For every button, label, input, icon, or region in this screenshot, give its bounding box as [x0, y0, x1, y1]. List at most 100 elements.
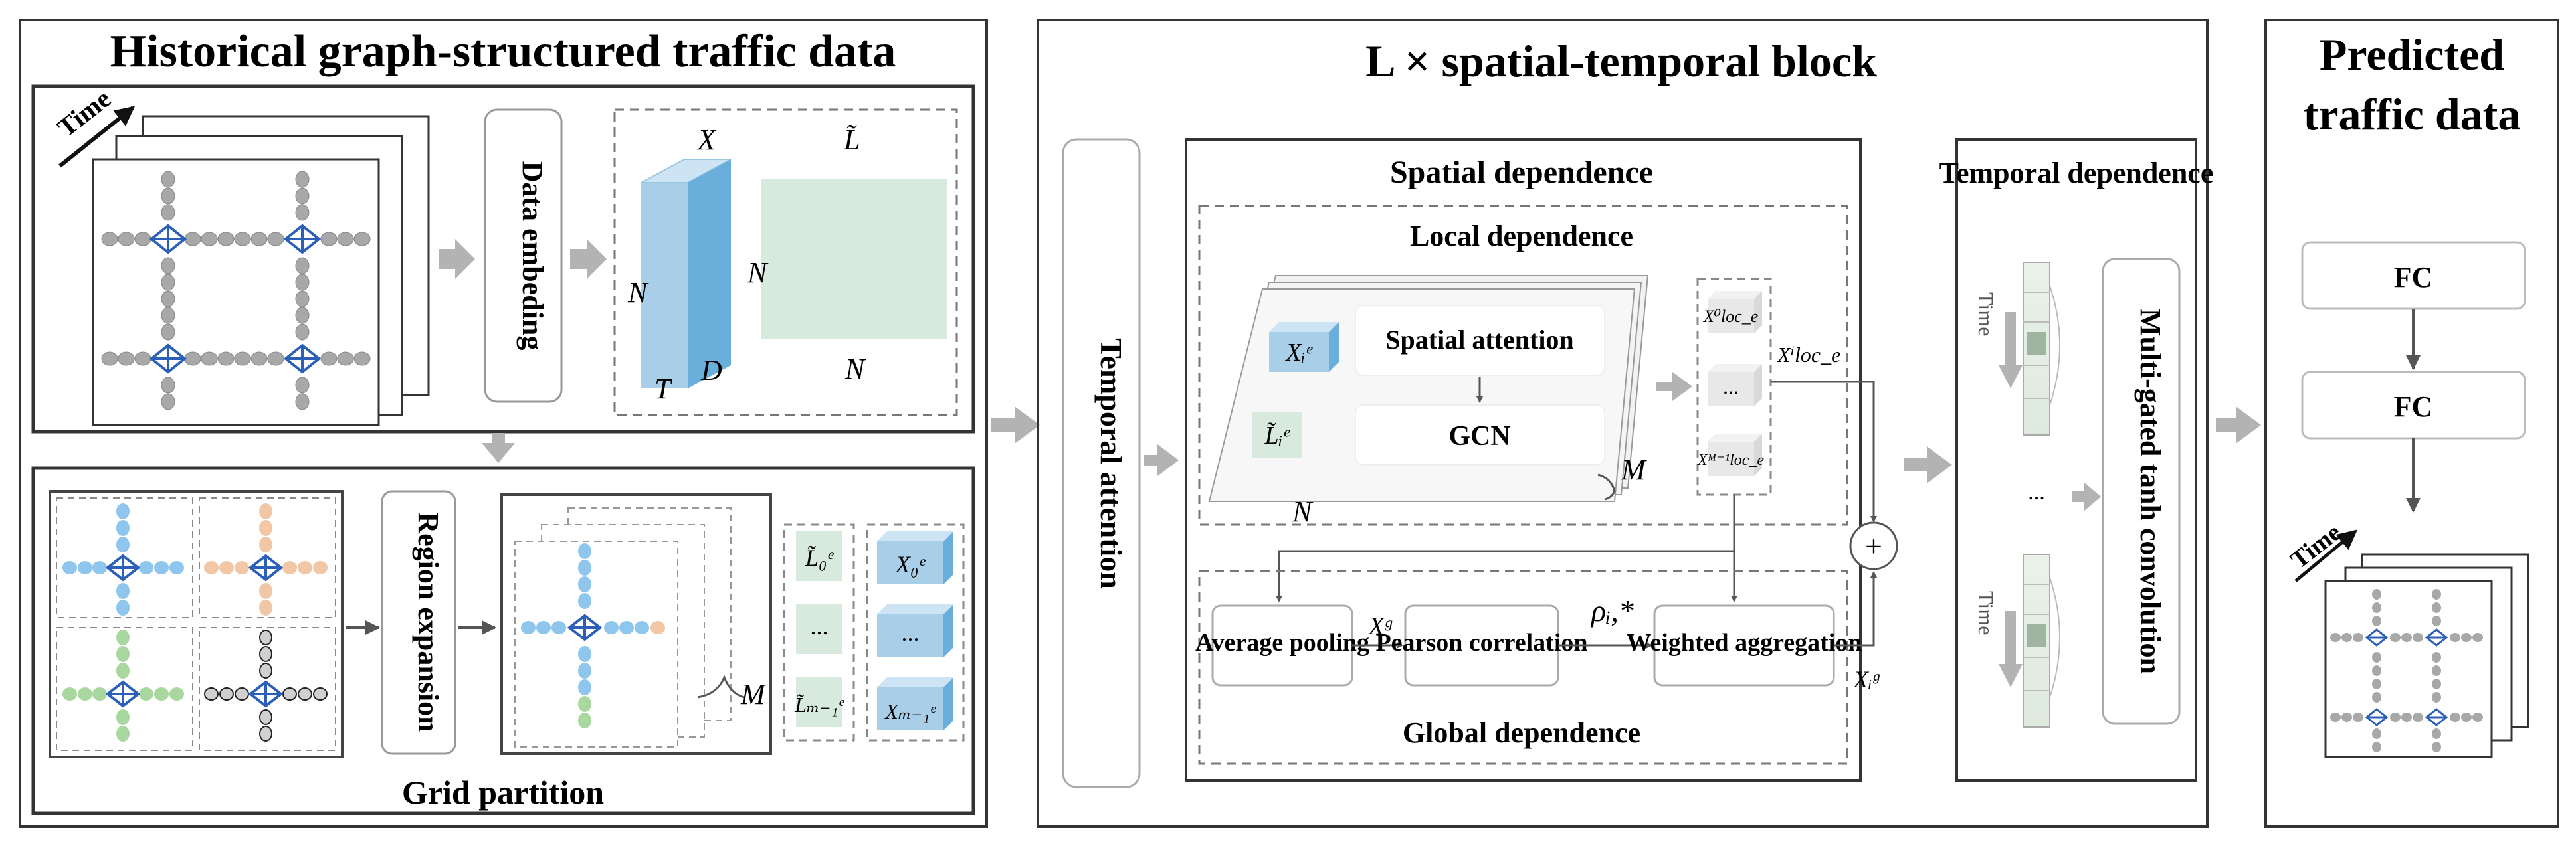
- x-loc-mid-cube: [1708, 364, 1762, 406]
- time-arrow: [58, 106, 136, 168]
- gcn-box[interactable]: [1355, 404, 1605, 466]
- time-arrow-output: [2294, 529, 2358, 582]
- spatial-attention-label: Spatial attention: [1385, 325, 1573, 355]
- historical-data-box: [31, 84, 975, 434]
- x-loc-i-label: Xⁱloc_e: [1776, 343, 1840, 367]
- n-label-matrix-left: N: [747, 256, 769, 289]
- arrow-to-loc: [1656, 372, 1692, 401]
- average-pooling-label: Average pooling: [1195, 629, 1369, 657]
- arrow-to-temporal: [1904, 446, 1952, 483]
- x-ellipsis: ...: [902, 620, 920, 646]
- l-ellipsis: ...: [811, 613, 829, 639]
- weighted-label: Weighted aggregation: [1626, 629, 1862, 657]
- spatial-dependence-box: [1185, 138, 1862, 782]
- l-mid-matrix: [796, 604, 842, 654]
- n-label-local: N: [1292, 495, 1314, 528]
- x-mid-cube: [877, 604, 953, 657]
- multi-gated-label: Multi-gated tanh convolution: [2134, 309, 2167, 674]
- li-label: L̃ᵢᵉ: [1264, 422, 1290, 450]
- time-arrow-2: [1999, 611, 2023, 687]
- lm-matrix: [796, 677, 842, 727]
- intersection-hubs: [149, 224, 322, 374]
- x-cube-column: [866, 523, 965, 742]
- temporal-attention-box: [1062, 138, 1141, 788]
- l-tilde-label: L̃: [843, 124, 860, 156]
- d-label: D: [700, 354, 722, 386]
- data-embeding-box: [484, 108, 563, 403]
- right-title-line1: Predicted: [2320, 29, 2504, 80]
- arrow-weighted-to-sum: [1834, 571, 1877, 647]
- predicted-graph-stack: [2324, 553, 2529, 758]
- temporal-dependence-label: Temporal dependence: [1939, 157, 2214, 189]
- m-brace-local: [1597, 473, 1616, 501]
- region-expansion-box: [381, 490, 456, 755]
- fc2-label: FC: [2394, 390, 2433, 423]
- xi-cube: [1269, 322, 1339, 372]
- spatial-dependence-label: Spatial dependence: [1390, 155, 1653, 190]
- multi-gated-box[interactable]: [2102, 258, 2181, 725]
- n-label-tensor: N: [627, 276, 649, 309]
- embedding-output-box: [613, 108, 958, 416]
- l0-matrix: [796, 531, 842, 581]
- m-label-local: M: [1621, 454, 1647, 486]
- expanded-region-stack: [500, 493, 772, 755]
- left-panel-border: [19, 19, 988, 828]
- temporal-sequence-2: [2023, 554, 2060, 728]
- temporal-sequence-1: [2023, 262, 2060, 436]
- arrow-to-spatial: [1144, 444, 1179, 476]
- embedding-tensor-cube: [641, 159, 732, 388]
- x0-label: X₀ᵉ: [894, 551, 926, 578]
- rho-label: ρᵢ,*: [1590, 594, 1634, 628]
- adjacency-matrix: [761, 179, 947, 339]
- xi-label: Xᵢᵉ: [1284, 339, 1313, 367]
- arrow-middle-to-right: [2216, 406, 2261, 444]
- fc1-label: FC: [2394, 261, 2433, 294]
- data-embeding-label: Data embeding: [516, 161, 549, 351]
- lm-label: L̃ₘ₋₁ᵉ: [794, 693, 844, 717]
- l-tilde-column: [783, 523, 855, 742]
- temporal-dependence-box: [1955, 138, 2197, 782]
- partitioned-grid: [49, 490, 344, 758]
- spatial-attention-box[interactable]: [1355, 305, 1605, 376]
- arrow-loc-to-sum: [1771, 381, 1877, 523]
- l0-label: L̃₀ᵉ: [805, 545, 835, 571]
- time-label: Time: [52, 83, 116, 143]
- arrow-to-grid: [482, 433, 515, 463]
- time-label-1: Time: [1974, 292, 1998, 336]
- x0-cube: [877, 531, 953, 584]
- xig-label: Xᵢᵍ: [1852, 666, 1880, 693]
- time-label-2: Time: [1974, 591, 1998, 635]
- x-loc-m-cube: [1708, 434, 1762, 476]
- left-panel-title: Historical graph-structured traffic data: [110, 26, 896, 77]
- grid-partition-box: [31, 466, 975, 815]
- x-loc-m-label: Xᴹ⁻¹loc_e: [1697, 452, 1764, 469]
- m-brace: [697, 674, 745, 699]
- arrow-loc-to-pooling: [1276, 495, 1735, 602]
- grid-partition-label: Grid partition: [402, 774, 604, 811]
- global-dependence-box: [1198, 570, 1848, 765]
- arrow-to-gated-conv: [2072, 482, 2101, 511]
- x-label: X: [696, 124, 717, 156]
- time-arrow-1: [1999, 312, 2023, 388]
- arrow-left-to-middle: [991, 406, 1040, 444]
- temporal-ellipsis: ...: [2028, 480, 2045, 505]
- middle-panel-title: L × spatial-temporal block: [1365, 36, 1877, 86]
- arrow-to-embedding: [439, 239, 475, 279]
- x-loc-ellipsis: ...: [1723, 375, 1739, 398]
- temporal-attention-label: Temporal attention: [1094, 338, 1128, 589]
- pearson-label: Pearson correlation: [1375, 629, 1587, 657]
- gcn-label: GCN: [1448, 421, 1510, 452]
- m-label-grid: M: [740, 678, 767, 711]
- x-loc-0-label: X⁰loc_e: [1703, 307, 1759, 326]
- local-dependence-label: Local dependence: [1410, 220, 1633, 252]
- sum-symbol: +: [1865, 529, 1882, 563]
- middle-panel-border: [1037, 19, 2209, 828]
- li-matrix: [1252, 412, 1302, 458]
- sum-circle: [1849, 521, 1898, 570]
- road-network-graph: [101, 171, 371, 410]
- arrow-to-tensor: [570, 239, 607, 279]
- local-dependence-box: [1198, 205, 1848, 526]
- right-title-line2: traffic data: [2304, 89, 2521, 139]
- right-panel-border: [2264, 19, 2559, 828]
- xm-cube: [877, 677, 953, 730]
